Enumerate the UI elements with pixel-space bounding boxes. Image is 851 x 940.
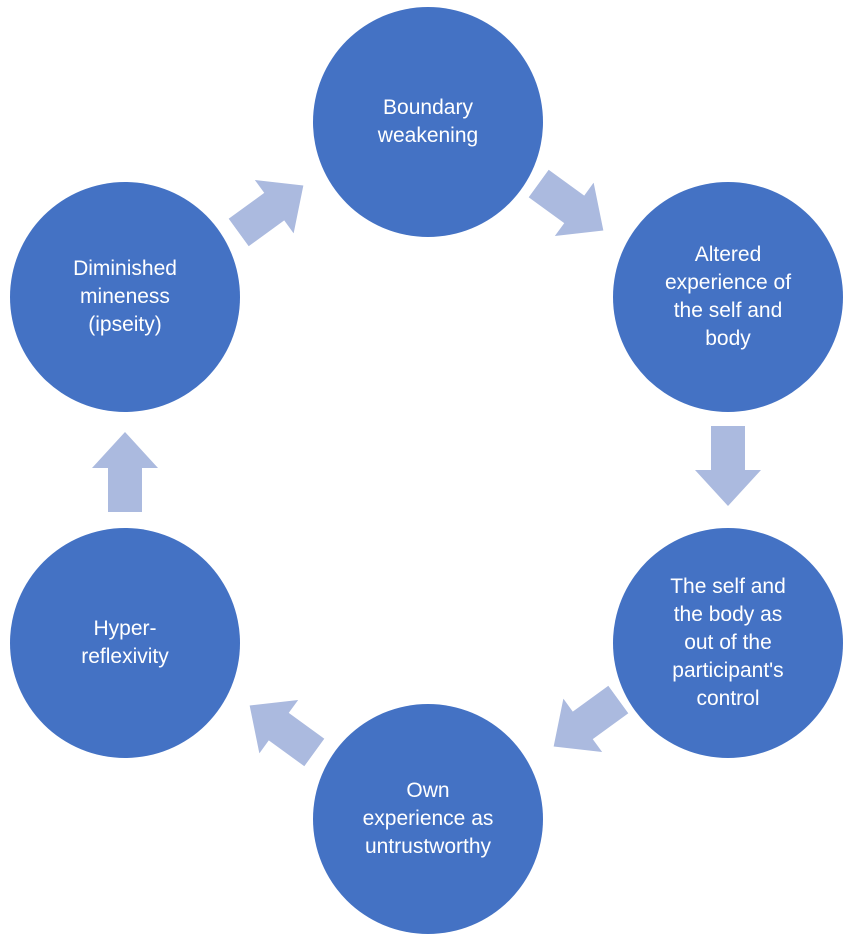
node-boundary-weakening: Boundary weakening [313,7,543,237]
node-label-own-experience: Own experience as untrustworthy [362,779,494,858]
node-out-of-control: The self and the body as out of the part… [613,528,843,758]
arrow-down-icon [695,426,761,506]
arrow-up-right-icon [228,179,304,247]
arrow-up-icon [92,432,158,512]
node-altered-experience: Altered experience of the self and body [613,182,843,412]
arrow-up-left-icon [249,699,325,767]
node-label-boundary-weakening: Boundary weakening [377,96,479,147]
node-label-out-of-control: The self and the body as out of the part… [670,575,786,710]
arrow-diminished-to-boundary [219,159,323,259]
arrow-hyper-reflexivity-to-diminished [92,432,158,512]
node-label-diminished-mineness: Diminished mineness (ipseity) [73,257,177,336]
arrow-out-of-control-to-own [534,673,638,773]
arrow-altered-to-out-of-control [695,426,761,506]
node-label-altered-experience: Altered experience of the self and body [664,243,792,350]
node-label-hyper-reflexivity: Hyper- reflexivity [81,617,169,668]
arrow-own-to-hyper-reflexivity [230,679,334,779]
node-own-experience: Own experience as untrustworthy [313,704,543,934]
arrow-right-icon [528,169,604,237]
node-diminished-mineness: Diminished mineness (ipseity) [10,182,240,412]
arrow-down-left-icon [553,685,629,753]
arrow-boundary-to-altered [519,157,623,257]
node-hyper-reflexivity: Hyper- reflexivity [10,528,240,758]
